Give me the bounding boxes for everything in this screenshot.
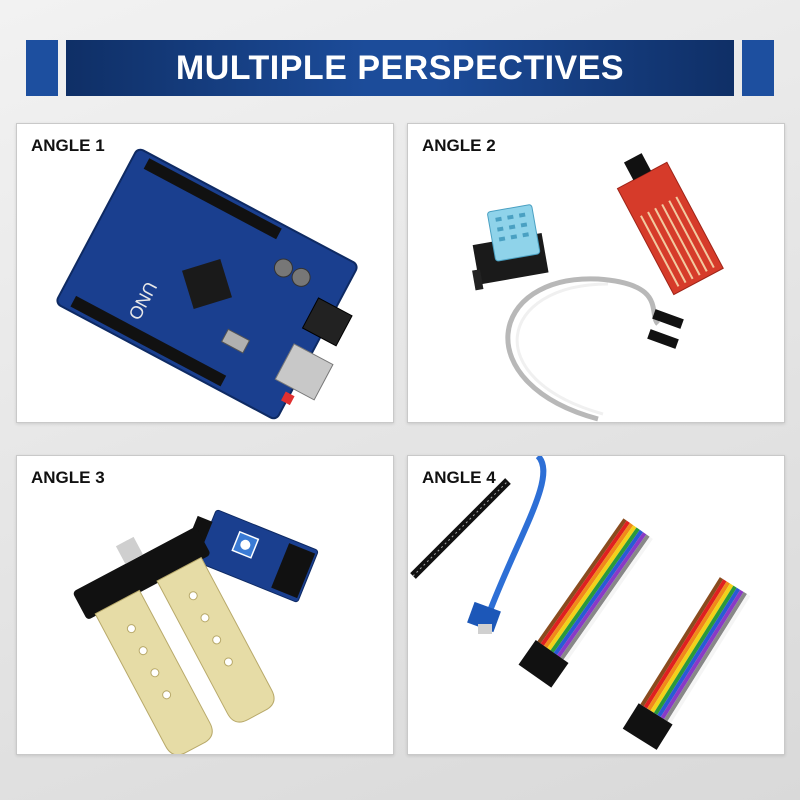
banner-accent-left [26,40,58,96]
panel-label: ANGLE 3 [31,468,105,487]
panel-label: ANGLE 1 [31,136,105,155]
soil-sensor-illustration [73,509,319,754]
panel-label: ANGLE 2 [422,136,496,155]
title-banner: MULTIPLE PERSPECTIVES [26,40,774,96]
panel-angle-2: ANGLE 2 [407,123,785,423]
uno-board-illustration: UNO [56,148,358,420]
banner-title: MULTIPLE PERSPECTIVES [175,48,625,87]
panel-label: ANGLE 4 [422,468,496,487]
panel-angle-3: ANGLE 3 [16,455,394,755]
cables-illustration [410,456,751,750]
sensors-illustration [472,153,724,422]
banner-bar: MULTIPLE PERSPECTIVES [66,40,734,96]
banner-accent-right [742,40,774,96]
panel-angle-4: ANGLE 4 [407,455,785,755]
panel-angle-1: ANGLE 1 UNO [16,123,394,423]
